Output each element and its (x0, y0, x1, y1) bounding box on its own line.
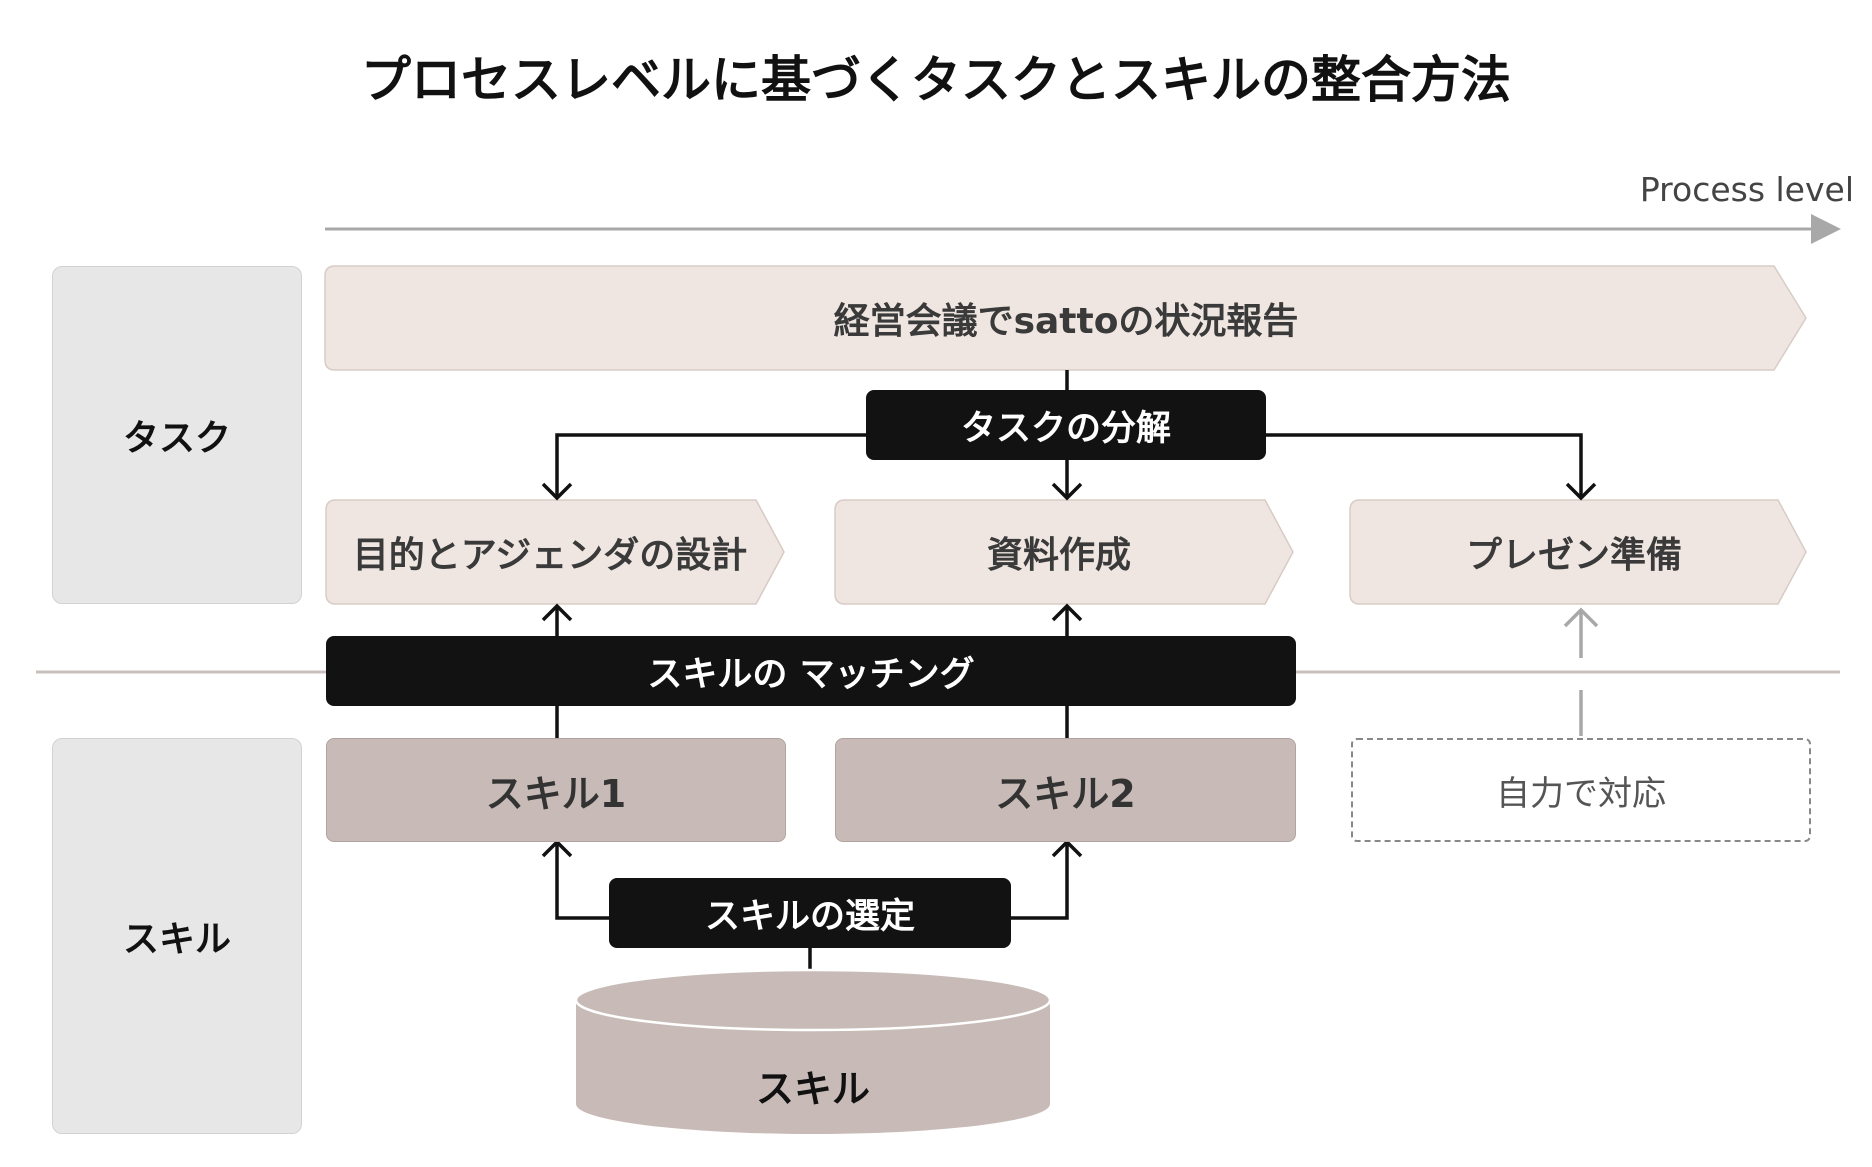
process-level-label: Process level (1639, 170, 1854, 209)
self-handle-arrow (1563, 607, 1599, 736)
decompose-label: タスクの分解 (866, 390, 1266, 460)
diagram-title: プロセスレベルに基づくタスクとスキルの整合方法 (361, 51, 1511, 109)
main-task-shape (324, 265, 1807, 371)
subtask-3-shape (1349, 499, 1807, 605)
subtask-1: 目的とアジェンダの設計 (352, 535, 748, 576)
skill-2: スキル2 (835, 738, 1296, 842)
skill-row-label: スキル (122, 919, 231, 960)
matching-label: スキルの マッチング (326, 636, 1296, 706)
subtask-1-shape (325, 499, 785, 605)
skill-pool-label: スキル (755, 1066, 870, 1111)
task-row-header: タスク (52, 266, 302, 604)
task-row-label: タスク (122, 418, 231, 459)
skill-1: スキル1 (326, 738, 786, 842)
subtask-2-shape (834, 499, 1294, 605)
main-task: 経営会議でsattoの状況報告 (833, 301, 1299, 342)
decompose-connectors (541, 370, 1597, 501)
select-label: スキルの選定 (609, 878, 1011, 948)
subtask-3: プレゼン準備 (1465, 535, 1682, 576)
subtask-2: 資料作成 (986, 535, 1131, 576)
self-handle-box: 自力で対応 (1351, 738, 1811, 842)
skill-pool-cylinder (574, 968, 1052, 1134)
skill-row-header: スキル (52, 738, 302, 1134)
matching-connectors (541, 603, 1083, 738)
